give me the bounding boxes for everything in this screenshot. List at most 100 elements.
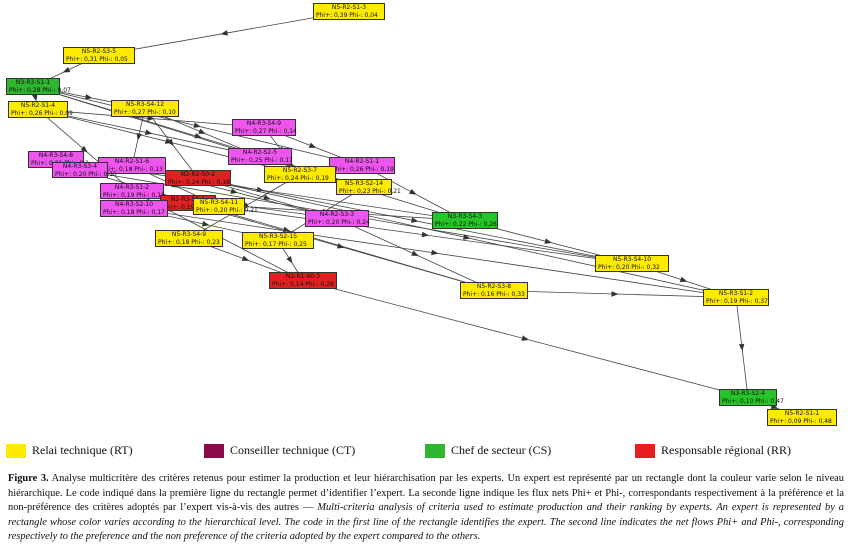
expert-code: N5-R2-S3-7 bbox=[282, 167, 318, 174]
edge-arrowhead bbox=[336, 243, 345, 249]
edge-arrowhead bbox=[136, 132, 143, 141]
expert-flux: Phi+: 0,31 Phi-: 0,05 bbox=[66, 56, 128, 63]
edge-arrowhead bbox=[411, 217, 419, 223]
caption-french: Analyse multicritère des critères retenu… bbox=[8, 473, 844, 514]
expert-code: N5-R3-S4-10 bbox=[612, 256, 652, 263]
expert-flux: Phi+: 0,19 Phi-: 0,37 bbox=[706, 298, 768, 305]
expert-flux: Phi+: 0,18 Phi-: 0,23 bbox=[158, 239, 220, 246]
edge-arrowhead bbox=[679, 276, 688, 283]
edge-arrowhead bbox=[431, 249, 439, 256]
legend-item-rr: Responsable régional (RR) bbox=[635, 443, 791, 458]
expert-flux: Phi+: 0,19 Phi-: 0,2 bbox=[163, 204, 221, 211]
edge-arrowhead bbox=[409, 188, 417, 195]
legend-label-rr: Responsable régional (RR) bbox=[661, 443, 791, 457]
expert-code: N4-R2-S3-3 bbox=[319, 211, 355, 218]
legend-item-rt: Relai technique (RT) bbox=[6, 443, 133, 458]
expert-flux: Phi+: 0,20 Phi-: 0,21 bbox=[196, 207, 258, 214]
expert-flux: Phi+: 0,19 Phi-: 0,18 bbox=[103, 192, 165, 199]
expert-code: N5-R3-S2-15 bbox=[258, 233, 298, 240]
edge-arrowhead bbox=[220, 30, 228, 36]
expert-code: N5-R3-S4-9 bbox=[171, 231, 207, 238]
expert-code: N5-R3-S1-2 bbox=[718, 290, 754, 297]
edge-arrowhead bbox=[80, 145, 88, 153]
expert-flux: Phi+: 0,09 Phi-: 0,48 bbox=[770, 418, 832, 425]
expert-flux: Phi+: 0,22 Phi-: 0,26 bbox=[435, 221, 497, 228]
legend-item-ct: Conseiller technique (CT) bbox=[204, 443, 355, 458]
edge-arrowhead bbox=[193, 122, 201, 128]
edge-arrowhead bbox=[462, 234, 471, 240]
expert-flux: Phi+: 0,39 Phi-: 0,04 bbox=[316, 12, 378, 19]
expert-flux: Phi+: 0,20 Phi-: 0,15 bbox=[55, 171, 117, 178]
edge-arrowhead bbox=[241, 255, 250, 261]
expert-code: N4-R2-S2-5 bbox=[242, 149, 278, 156]
legend-swatch-rt bbox=[6, 443, 26, 458]
expert-flux: Phi+: 0,24 Phi-: 0,19 bbox=[267, 175, 329, 182]
edge-arrowhead bbox=[144, 129, 153, 136]
expert-code: N4-R3-S1-2 bbox=[114, 184, 150, 191]
edge-arrowhead bbox=[230, 188, 238, 194]
legend-label-cs: Chef de secteur (CS) bbox=[451, 443, 552, 457]
expert-code: N2-R3-S0-1 bbox=[170, 196, 206, 203]
expert-code: N5-R2-S3-8 bbox=[476, 283, 512, 290]
expert-code: N3-R3-S2-4 bbox=[730, 390, 766, 397]
legend-swatch-rr bbox=[635, 443, 655, 458]
expert-flux: Phi+: 0,24 Phi-: 0,18 bbox=[168, 179, 230, 186]
edge-arrowhead bbox=[85, 94, 93, 100]
expert-code: N5-R2-S1-4 bbox=[20, 102, 56, 109]
expert-flux: Phi+: 0,28 Phi-: 0,07 bbox=[9, 87, 71, 94]
edge-arrowhead bbox=[521, 335, 529, 341]
edge-arrowhead bbox=[308, 142, 317, 148]
edge-arrowhead bbox=[286, 256, 293, 264]
edge-arrowhead bbox=[544, 238, 552, 244]
expert-flux: Phi+: 0,17 Phi-: 0,25 bbox=[245, 241, 307, 248]
edge-arrowhead bbox=[198, 128, 206, 134]
figure-caption: Figure 3. Analyse multicritère des critè… bbox=[8, 472, 844, 545]
expert-flux: Phi+: 0,16 Phi-: 0,33 bbox=[463, 291, 525, 298]
expert-code: N2-R2-S0-2 bbox=[180, 171, 216, 178]
expert-code: N4-R3-S3-4 bbox=[62, 163, 98, 170]
legend-swatch-ct bbox=[204, 443, 224, 458]
expert-flux: Phi+: 0,26 Phi-: 0,09 bbox=[11, 110, 73, 117]
expert-code: N4-R3-S2-10 bbox=[114, 201, 154, 208]
expert-flux: Phi+: 0,20 Phi-: 0,24 bbox=[308, 219, 370, 226]
edge-arrowhead bbox=[738, 343, 745, 351]
expert-flux: Phi+: 0,14 Phi-: 0,28 bbox=[272, 281, 334, 288]
expert-code: N3-R3-S4-3 bbox=[447, 213, 483, 220]
expert-flux: Phi+: 0,18 Phi-: 0,17 bbox=[103, 209, 165, 216]
expert-code: N5-R2-S3-5 bbox=[81, 48, 117, 55]
legend: Relai technique (RT) Conseiller techniqu… bbox=[0, 442, 850, 460]
expert-code: N5-R2-S1-1 bbox=[784, 410, 820, 417]
edge-arrowhead bbox=[263, 194, 271, 200]
expert-flux: Phi+: 0,27 Phi-: 0,10 bbox=[114, 109, 176, 116]
expert-flux: Phi+: 0,25 Phi-: 0,17 bbox=[231, 157, 293, 164]
edge-arrowhead bbox=[62, 66, 71, 73]
legend-label-ct: Conseiller technique (CT) bbox=[230, 443, 356, 457]
edge-arrowhead bbox=[411, 250, 419, 256]
legend-label-rt: Relai technique (RT) bbox=[32, 443, 133, 457]
expert-code: N5-R2-S1-3 bbox=[331, 4, 367, 11]
edge-arrowhead bbox=[32, 93, 38, 102]
expert-code: N2-R1-S0-3 bbox=[285, 273, 321, 280]
expert-code: N3-R3-S1-1 bbox=[15, 79, 51, 86]
expert-flux: Phi+: 0,23 Phi-: 0,21 bbox=[339, 188, 401, 195]
expert-flux: Phi+: 0,27 Phi-: 0,14 bbox=[235, 128, 297, 135]
legend-item-cs: Chef de secteur (CS) bbox=[425, 443, 551, 458]
